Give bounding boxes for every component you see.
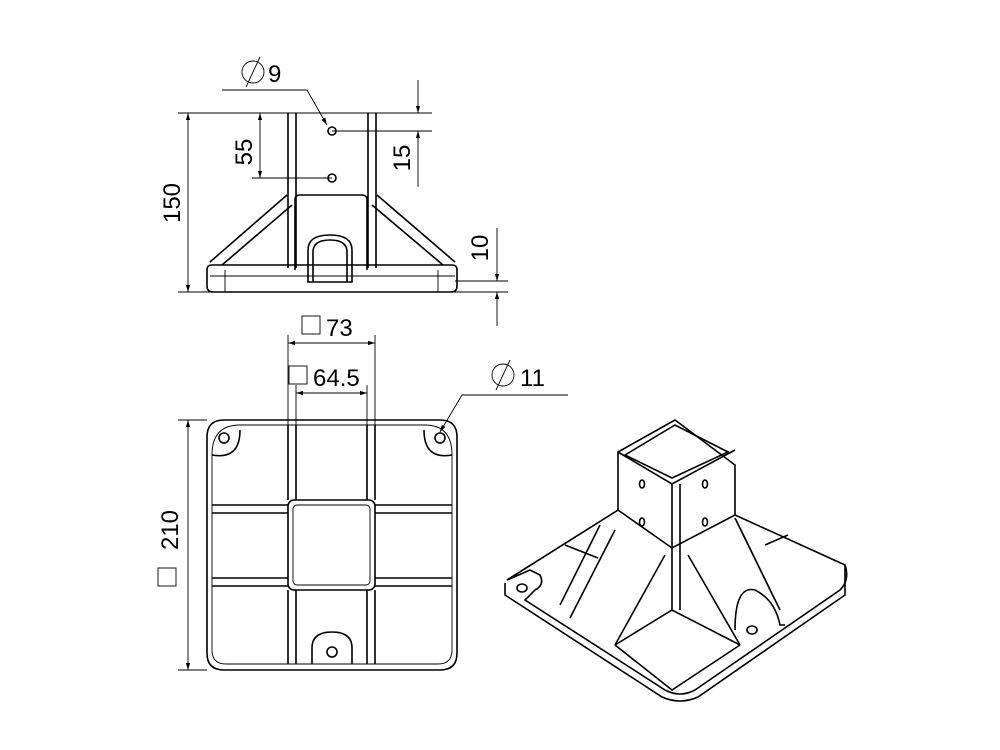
dim-55: 55 bbox=[231, 139, 258, 166]
diameter-symbol-icon bbox=[491, 359, 515, 391]
mount-hole-bottom bbox=[326, 646, 338, 658]
diameter-symbol-icon bbox=[241, 56, 265, 88]
dim-dia-11: 11 bbox=[520, 365, 545, 392]
dim-210: 210 bbox=[157, 510, 184, 550]
dim-dia-9: 9 bbox=[268, 61, 281, 88]
dim-73: 73 bbox=[326, 315, 353, 342]
square-symbol-icon bbox=[301, 315, 321, 335]
dim-64-5: 64.5 bbox=[313, 365, 360, 392]
square-symbol-icon bbox=[288, 365, 308, 385]
isometric-view bbox=[504, 419, 848, 702]
top-view: 210 73 64.5 11 bbox=[157, 315, 568, 671]
dim-15: 15 bbox=[389, 145, 416, 172]
mount-hole-tl bbox=[218, 432, 230, 444]
square-symbol-icon bbox=[157, 567, 177, 587]
dim-10: 10 bbox=[467, 235, 494, 262]
front-view: 150 55 15 10 9 bbox=[159, 56, 508, 326]
mount-hole-tr bbox=[434, 432, 446, 444]
dim-150: 150 bbox=[159, 183, 186, 223]
